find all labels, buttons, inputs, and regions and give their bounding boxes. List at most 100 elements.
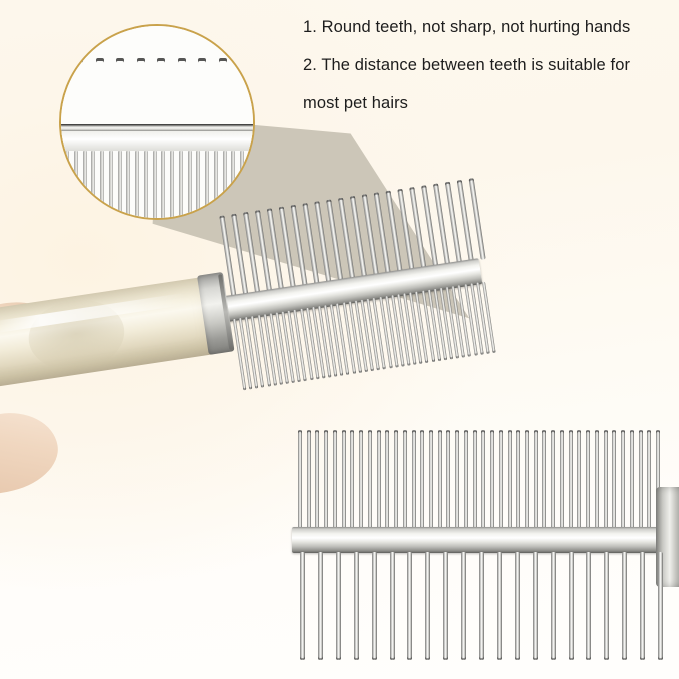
comb-tooth-fine [490,430,495,530]
magnified-tooth-coarse [157,58,165,124]
magnified-tooth-fine [65,151,69,218]
magnified-tooth-fine [126,151,131,218]
comb-tooth-fine [612,430,617,530]
magnified-spine-bar-face [61,131,253,151]
feature-note-2: 2. The distance between teeth is suitabl… [303,56,631,74]
comb-tooth-coarse [425,552,431,660]
comb-tooth-fine [376,430,381,530]
comb-tooth-coarse [586,552,592,660]
magnified-tooth-fine [187,151,192,218]
magnified-spine-bar [61,124,253,131]
comb-tooth-fine [647,430,652,530]
upper-comb [213,178,502,427]
comb-tooth-fine [594,430,599,530]
comb-tooth-fine [402,430,407,530]
magnified-tooth-fine [82,151,87,218]
comb-tooth-fine [359,430,364,530]
magnified-tooth-fine [117,151,122,218]
comb-tooth-coarse [550,552,556,660]
magnified-tooth-fine [100,151,105,218]
comb-tooth-coarse [407,552,413,660]
comb-tooth-fine [350,430,355,530]
magnified-tooth-coarse [198,58,206,124]
comb-tooth-coarse [353,552,359,660]
magnified-tooth-fine [240,151,245,218]
comb-tooth-fine [306,430,311,530]
magnified-tooth-coarse [75,58,83,124]
magnified-tooth-fine [249,151,253,218]
comb-tooth-fine [559,430,564,530]
feature-notes: 1. Round teeth, not sharp, not hurting h… [303,8,675,122]
comb-tooth-fine [603,430,608,530]
magnified-tooth-fine [222,151,227,218]
comb-tooth-fine [498,430,503,530]
comb-tooth-coarse [461,552,467,660]
comb-tooth-coarse [568,552,574,660]
comb-tooth-coarse [532,552,538,660]
comb-tooth-fine [656,430,660,530]
magnified-tooth-fine [170,151,175,218]
magnified-tooth-coarse [116,58,124,124]
comb-tooth-fine [411,430,416,530]
magnified-tooth-fine [231,151,236,218]
comb-tooth-fine [472,430,477,530]
comb-tooth-fine [394,430,399,530]
magnified-tooth-fine [178,151,183,218]
comb-tooth-fine [629,430,634,530]
comb-tooth-coarse [300,552,305,660]
comb-tooth-fine [437,430,442,530]
comb-tooth-coarse [658,552,663,660]
comb-tooth-fine [428,430,433,530]
comb-tooth-fine [525,430,530,530]
comb-tooth-fine [551,430,556,530]
magnified-tooth-fine [205,151,210,218]
magnified-tooth-coarse [239,58,247,124]
feature-note-1: 1. Round teeth, not sharp, not hurting h… [303,18,631,36]
comb-tooth-fine [638,430,643,530]
magnified-tooth-fine [73,151,78,218]
comb-tooth-coarse [479,552,484,660]
comb-tooth-fine [385,430,390,530]
comb-tooth-fine [507,430,512,530]
magnified-tooth-fine [213,151,218,218]
lower-comb [292,424,679,679]
comb-tooth-fine [516,430,521,530]
comb-tooth-fine [577,430,582,530]
magnified-tooth-coarse [219,58,227,124]
comb-tooth-fine [367,430,372,530]
magnified-tooth-fine [196,151,201,218]
comb-tooth-coarse [317,552,323,660]
magnifier-upper-background [61,26,253,126]
magnified-tooth-fine [143,151,148,218]
comb-tooth-fine [568,430,573,530]
comb-tooth-coarse [443,552,449,660]
comb-tooth-coarse [604,552,610,660]
comb-tooth-fine [341,430,346,530]
magnified-tooth-coarse [178,58,186,124]
thumb [0,405,64,501]
magnified-tooth-fine [108,151,113,218]
comb-tooth-coarse [335,552,341,660]
comb-tooth-coarse [514,552,520,660]
feature-note-3: most pet hairs [303,94,409,112]
magnified-tooth-fine [91,151,96,218]
magnified-tooth-coarse [137,58,145,124]
comb-tooth-fine [298,430,302,530]
comb-tooth-coarse [640,552,646,660]
comb-spine-bar [292,527,660,553]
comb-tooth-fine [324,430,329,530]
comb-tooth-fine [315,430,320,530]
comb-tooth-coarse [371,552,377,660]
magnifier-content [61,26,253,218]
upper-comb-handle [0,267,244,401]
comb-tooth-coarse [389,552,395,660]
magnified-tooth-fine [152,151,157,218]
comb-tooth-coarse [622,552,628,660]
comb-tooth-fine [586,430,591,530]
comb-tooth-fine [446,430,451,530]
comb-tooth-coarse [496,552,502,660]
comb-tooth-fine [463,430,468,530]
comb-tooth-fine [542,430,547,530]
magnified-tooth-coarse [96,58,104,124]
